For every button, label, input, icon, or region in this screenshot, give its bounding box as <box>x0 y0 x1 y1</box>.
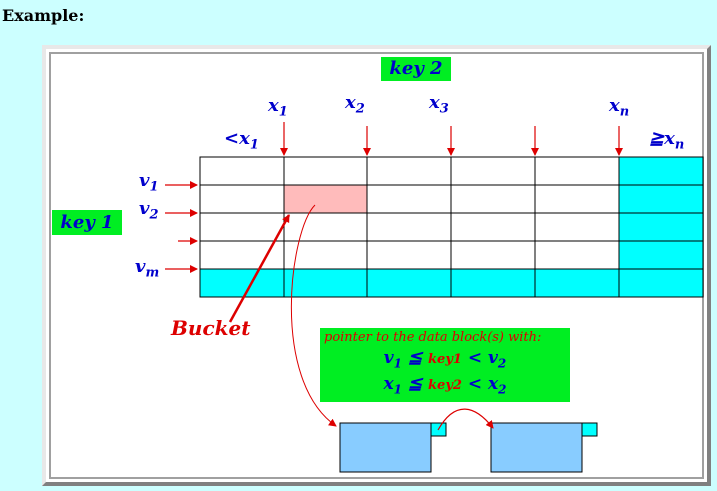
x2-label: x2 <box>345 92 365 117</box>
pointer-condition-key2: x1 ≦ key2 < x2 <box>383 374 507 397</box>
data-block-2-pointer <box>581 422 598 437</box>
v1-label: v1 <box>139 170 159 195</box>
example-heading: Example: <box>2 6 85 25</box>
greater-equal-xn-label: ≧xn <box>649 128 685 153</box>
bucket-to-block-curve <box>290 204 337 427</box>
grid-lines <box>199 156 704 298</box>
data-block-1 <box>339 422 432 473</box>
bucket-label: Bucket <box>171 316 251 340</box>
data-block-2 <box>490 422 583 473</box>
x1-label: x1 <box>268 95 288 120</box>
x3-label: x3 <box>429 92 449 117</box>
less-than-x1-label: <x1 <box>224 128 259 153</box>
vm-label: vm <box>135 256 160 281</box>
bucket-pointer-arrow <box>228 214 291 323</box>
block-chain-arrow <box>437 408 494 431</box>
bucket-cell <box>284 185 367 213</box>
xn-label: xn <box>609 95 630 120</box>
figure-inner-border <box>49 52 704 479</box>
key2-label: key 2 <box>381 57 451 81</box>
overflow-column-cells <box>619 157 703 297</box>
pointer-condition-box: pointer to the data block(s) with: v1 ≦ … <box>320 328 570 402</box>
pointer-box-title: pointer to the data block(s) with: <box>324 330 542 345</box>
key1-label: key 1 <box>52 210 122 235</box>
pointer-condition-key1: v1 ≦ key1 < v2 <box>383 348 507 371</box>
v2-label: v2 <box>139 198 159 223</box>
